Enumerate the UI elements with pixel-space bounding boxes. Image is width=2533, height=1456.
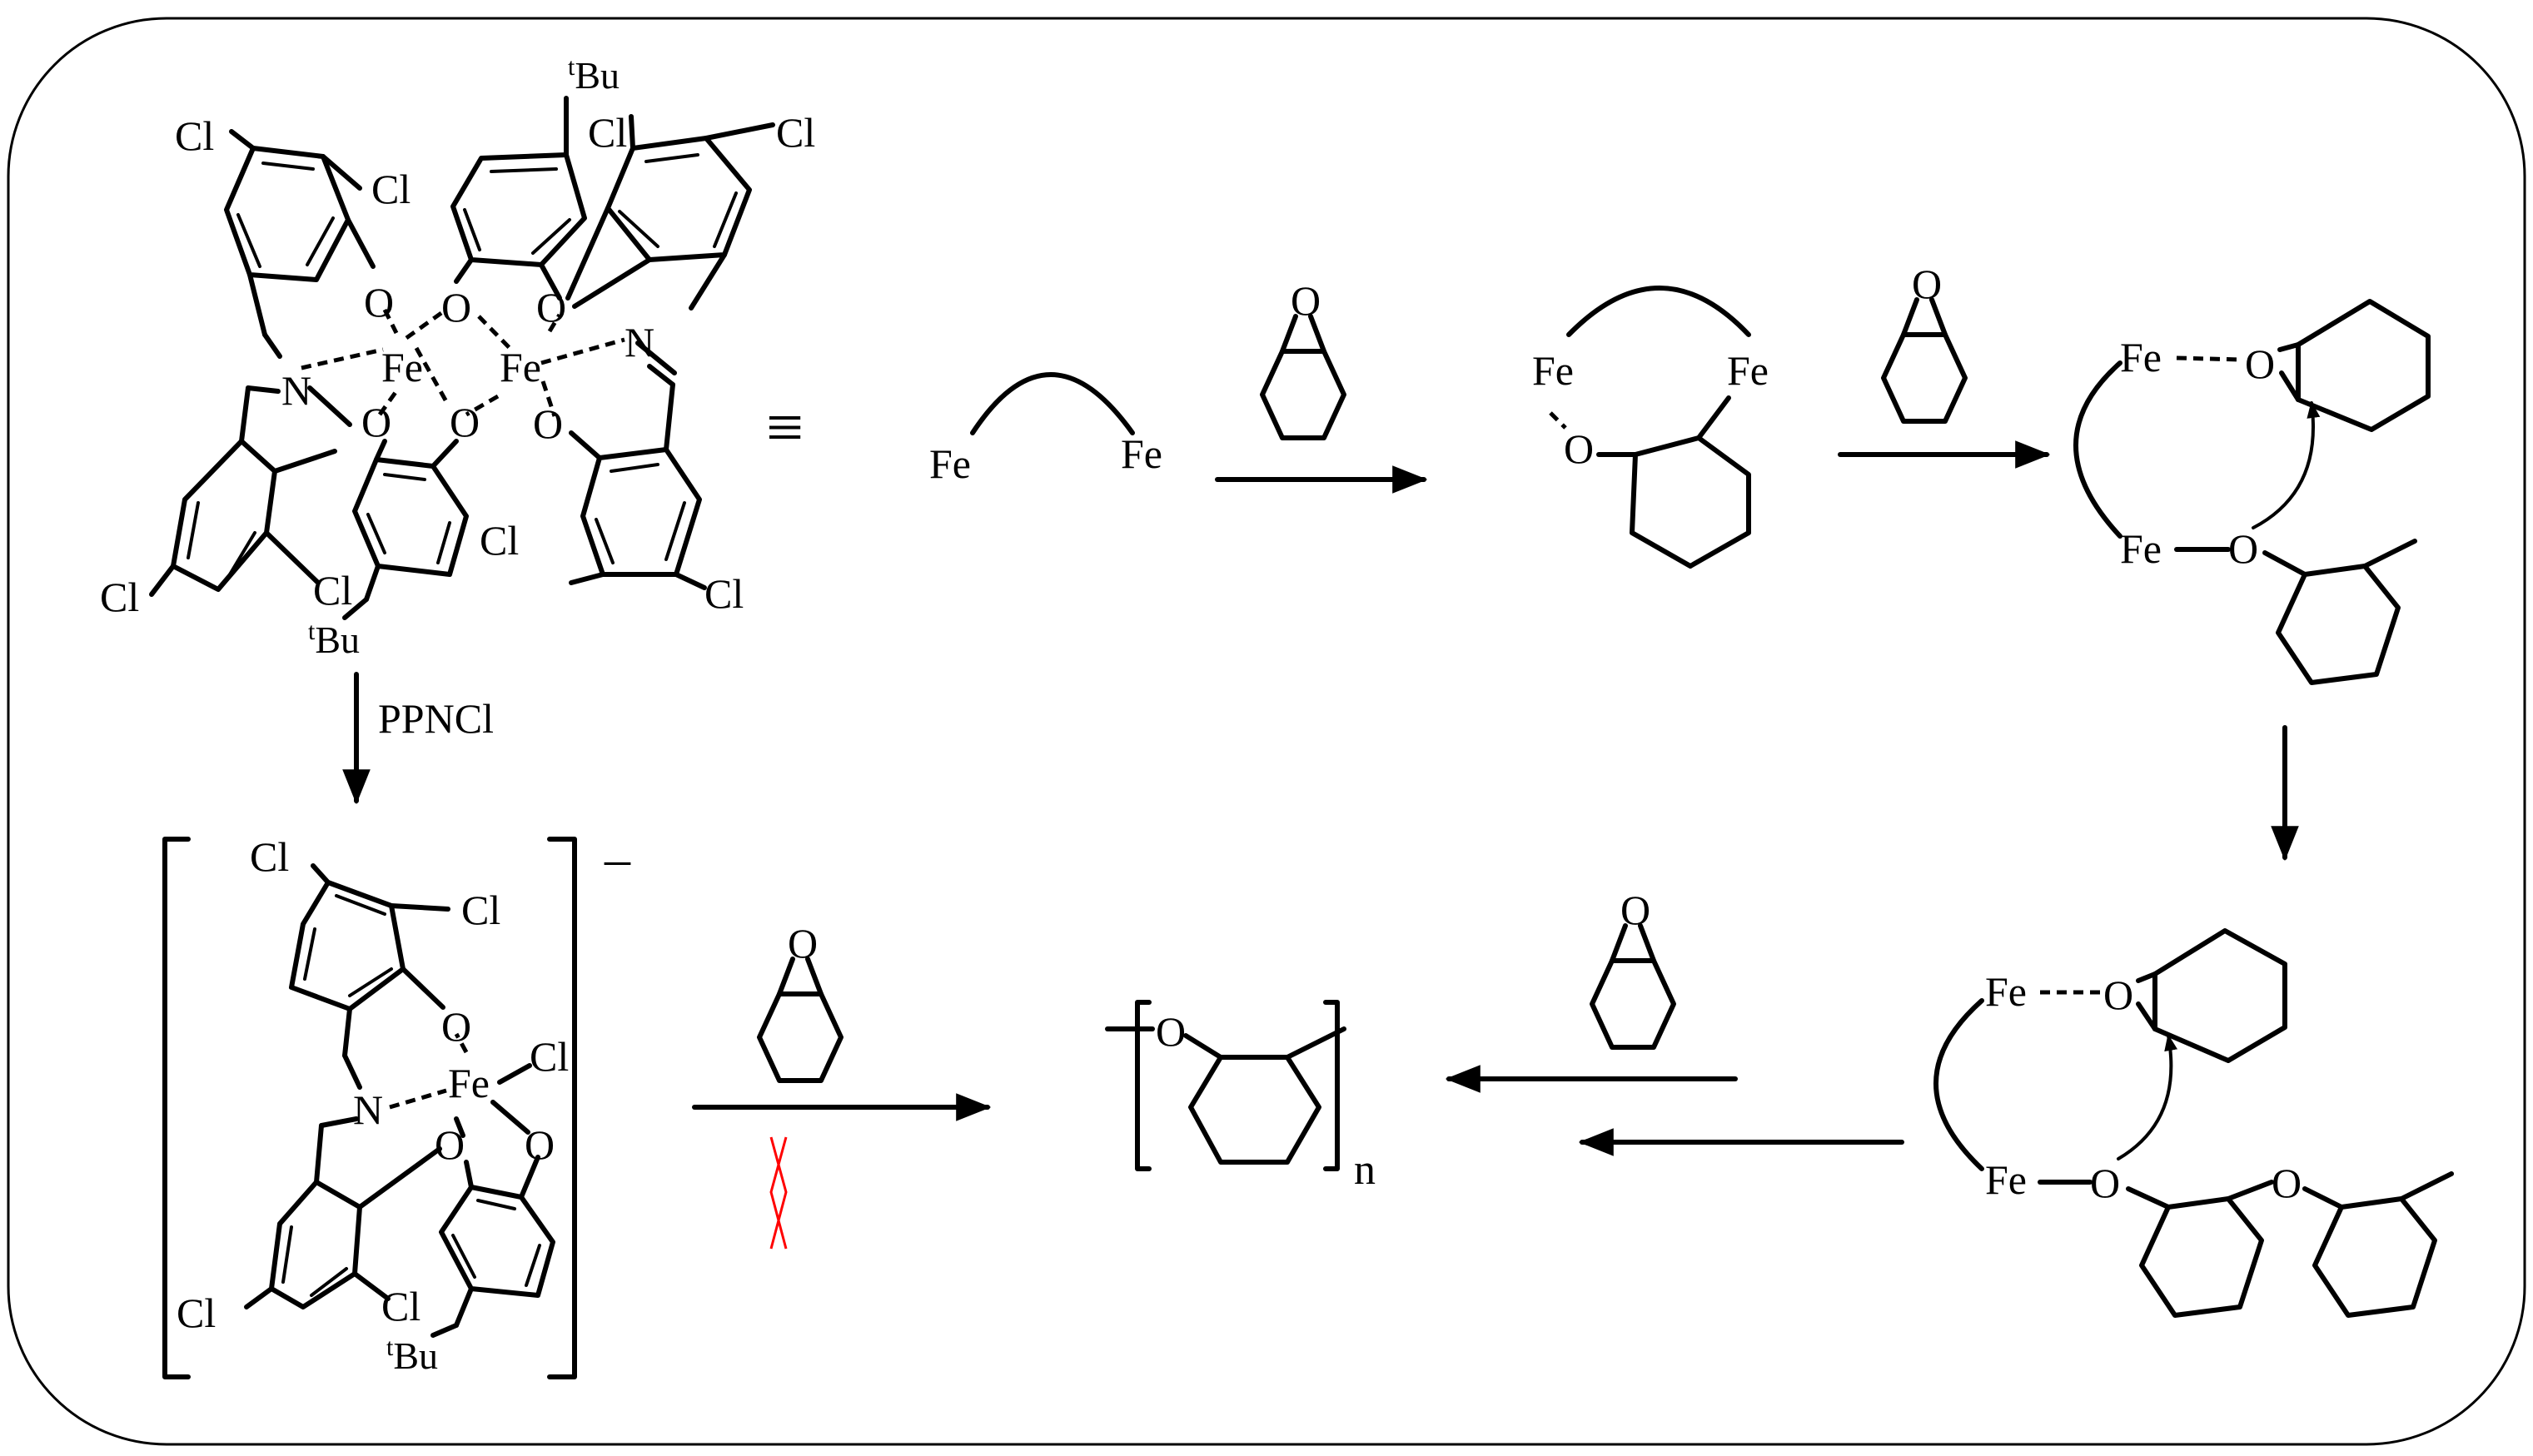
atom-label: O <box>1156 1008 1186 1055</box>
atom-label: O <box>450 399 480 445</box>
atom-label: Fe <box>500 344 541 390</box>
atom-label: N <box>281 367 311 414</box>
atom-label: Fe <box>929 440 971 487</box>
atom-label: Fe <box>1121 430 1162 477</box>
atom-label: O <box>536 284 566 330</box>
atom-label: Cl <box>776 109 815 156</box>
atom-label: O <box>1564 425 1594 472</box>
atom-label: Cl <box>100 574 139 620</box>
atom-label: N <box>353 1086 383 1133</box>
atom-label: O <box>2228 525 2258 572</box>
atom-label: Cl <box>250 833 289 880</box>
intermediate-top-right: Fe O Fe O <box>2073 299 2431 685</box>
tbu-label: tBu <box>568 53 620 97</box>
atom-label: Cl <box>381 1283 421 1329</box>
atom-label: Fe <box>381 344 423 390</box>
atom-label: Cl <box>177 1290 216 1336</box>
atom-label: Cl <box>480 517 519 564</box>
atom-label: O <box>2245 340 2275 387</box>
scheme-frame <box>7 17 2526 1446</box>
red-cross-mark <box>769 1136 788 1250</box>
atom-label: O <box>2272 1160 2302 1206</box>
atom-label: O <box>1291 277 1321 324</box>
atom-label: O <box>364 279 394 325</box>
atom-label: O <box>788 920 818 967</box>
atom-label: Fe <box>448 1060 490 1106</box>
monoiron-complex: – Cl Cl O Fe Cl N O O <box>162 831 631 1379</box>
epoxide-4: O <box>1590 887 1676 1050</box>
atom-label: Fe <box>1727 347 1769 394</box>
epoxide-1: O <box>1260 277 1346 440</box>
atom-label: Cl <box>461 887 500 933</box>
repeat-unit-n: n <box>1354 1146 1376 1194</box>
polyether-product: O n <box>1105 1000 1376 1194</box>
intermediate-bottom-right: Fe O Fe O O <box>1933 928 2454 1318</box>
fe-fe-catalyst: Fe Fe <box>929 372 1162 487</box>
epoxide-2: O <box>1881 261 1968 424</box>
atom-label: Cl <box>371 166 411 212</box>
charge-minus: – <box>604 831 631 887</box>
atom-label: O <box>435 1121 465 1168</box>
ppncl-label: PPNCl <box>378 695 494 742</box>
tbu-label: tBu <box>308 618 360 661</box>
atom-label: Fe <box>1532 347 1574 394</box>
epoxide-3: O <box>757 920 844 1083</box>
tbu-label: tBu <box>386 1334 438 1377</box>
atom-label: Cl <box>313 567 352 614</box>
atom-label: O <box>2103 971 2133 1018</box>
atom-label: Fe <box>1985 968 2027 1015</box>
atom-label: Fe <box>2120 525 2162 572</box>
atom-label: O <box>1912 261 1942 307</box>
atom-label: O <box>361 399 391 445</box>
atom-label: Fe <box>2120 334 2162 380</box>
atom-label: O <box>1620 887 1650 933</box>
ring-opened-intermediate: Fe Fe O <box>1532 286 1769 569</box>
atom-label: O <box>441 284 471 330</box>
atom-label: Cl <box>588 109 627 156</box>
equivalence-sign: ≡ <box>766 391 804 465</box>
atom-label: Cl <box>175 112 214 159</box>
atom-label: N <box>625 319 654 365</box>
atom-label: O <box>533 400 563 447</box>
atom-label: O <box>441 1003 471 1050</box>
atom-label: Fe <box>1985 1156 2027 1203</box>
diiron-complex: Cl Cl O O O Fe Fe N N O O O Cl Cl Cl Cl … <box>100 53 815 661</box>
atom-label: O <box>2090 1160 2120 1206</box>
atom-label: Cl <box>530 1033 569 1080</box>
atom-label: O <box>525 1121 555 1168</box>
atom-label: Cl <box>704 570 744 617</box>
